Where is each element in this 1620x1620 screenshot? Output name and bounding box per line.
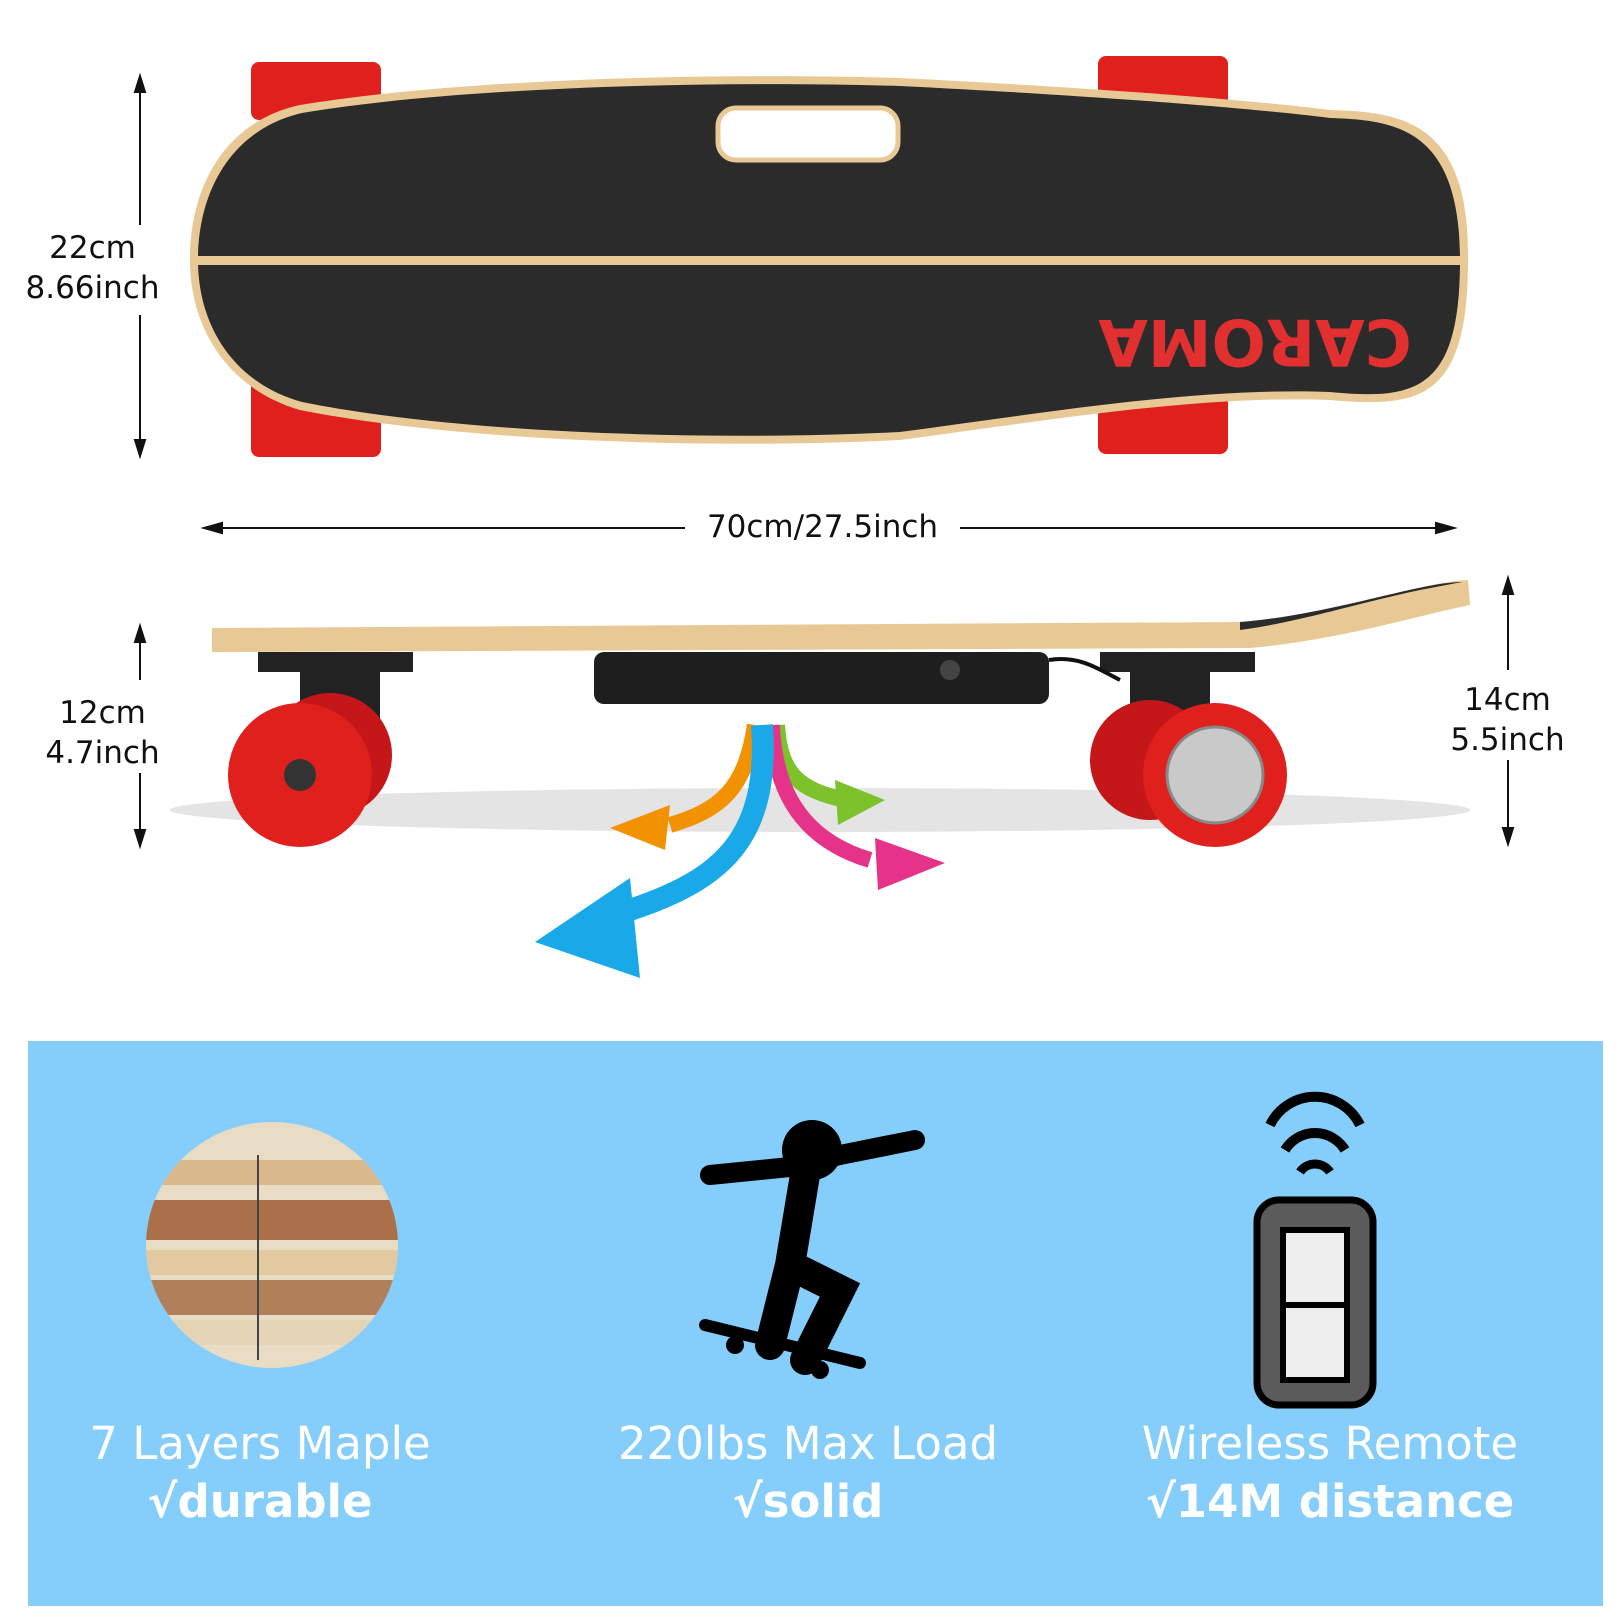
front-height-imperial: 4.7inch <box>45 735 160 771</box>
length-label: 70cm/27.5inch <box>695 507 950 547</box>
rear-height-imperial: 5.5inch <box>1450 722 1565 758</box>
front-height-label: 12cm 4.7inch <box>30 693 175 773</box>
skateboard-side-view <box>133 574 1515 978</box>
feature-title: 7 Layers Maple <box>89 1417 431 1470</box>
brand-logo: CAROMA <box>1098 304 1412 378</box>
rear-height-metric: 14cm <box>1464 682 1551 718</box>
maple-layers-icon <box>146 1122 398 1368</box>
feature-maple: 7 Layers Maple √durable <box>0 1415 520 1531</box>
feature-title: 220lbs Max Load <box>618 1417 998 1470</box>
width-metric: 22cm <box>49 230 136 266</box>
rear-height-label: 14cm 5.5inch <box>1440 680 1575 760</box>
width-imperial: 8.66inch <box>25 270 160 306</box>
deck-side <box>212 580 1470 652</box>
carry-handle <box>715 105 901 163</box>
battery-box <box>594 652 1049 704</box>
feature-load: 220lbs Max Load √solid <box>548 1415 1068 1531</box>
front-height-metric: 12cm <box>59 695 146 731</box>
skateboard-top-view: CAROMA <box>133 56 1469 535</box>
feature-title: Wireless Remote <box>1141 1417 1519 1470</box>
flex-arrows-icon <box>626 723 873 921</box>
feature-remote: Wireless Remote √14M distance <box>1070 1415 1590 1531</box>
feature-subtitle: √solid <box>732 1475 884 1528</box>
feature-subtitle: √durable <box>147 1475 373 1528</box>
remote-icon <box>1253 1091 1377 1409</box>
width-label: 22cm 8.66inch <box>15 228 170 308</box>
feature-subtitle: √14M distance <box>1145 1475 1515 1528</box>
skater-icon <box>699 1120 925 1379</box>
